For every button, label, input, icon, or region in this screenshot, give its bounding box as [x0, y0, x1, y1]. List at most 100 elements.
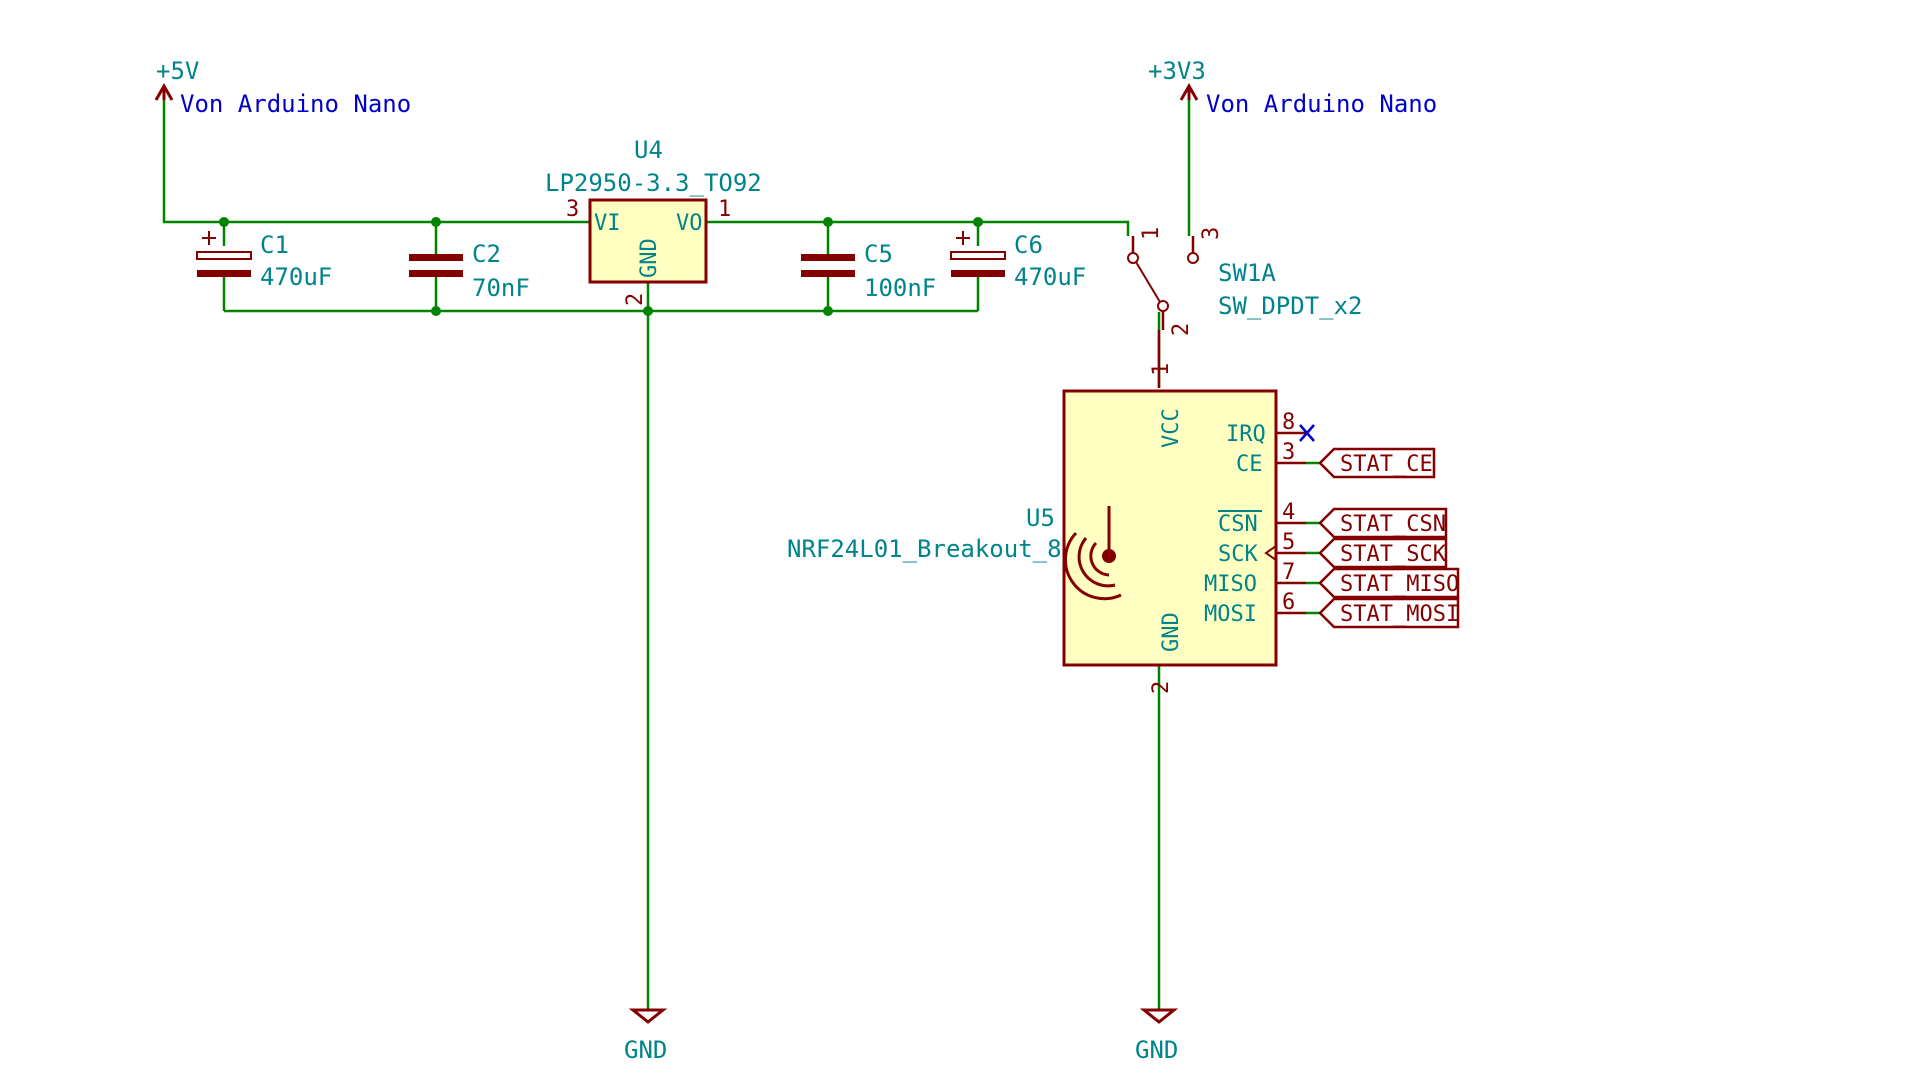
net-label-text: STAT_MISO [1340, 572, 1459, 597]
switch-contact-icon [1127, 252, 1139, 264]
regulator-ref: U4 [634, 136, 663, 164]
power-5v: +5V [154, 57, 199, 101]
junction-dot [973, 217, 983, 227]
capacitor-plate-icon [197, 270, 251, 277]
capacitor-ref: C1 [260, 231, 289, 259]
capacitor-plate-icon [409, 254, 463, 261]
capacitor-plate-icon [950, 251, 1006, 260]
net-label-frame [1318, 507, 1448, 539]
switch-pin-stubs [1131, 236, 1195, 388]
capacitor-value: 470uF [260, 263, 332, 291]
radio-pin-stubs [1276, 431, 1306, 615]
capacitor-ref: C6 [1014, 231, 1043, 259]
net-label-text: STAT_MOSI [1340, 602, 1459, 627]
regulator-body [588, 198, 708, 284]
regulator-pin-vi: VI [594, 211, 621, 236]
ground-right: GND [1135, 1008, 1179, 1064]
switch-value: SW_DPDT_x2 [1218, 292, 1363, 320]
clock-input-icon [1264, 545, 1277, 561]
ground-icon [628, 1008, 668, 1024]
power-3v3-label: +3V3 [1148, 57, 1206, 85]
junction-dot [219, 217, 229, 227]
regulator-value: LP2950-3.3_TO92 [545, 169, 762, 197]
capacitor-plate-icon [196, 251, 252, 260]
radio-pin-vcc: VCC [1159, 408, 1184, 448]
regulator-pin-num: 1 [718, 197, 731, 222]
junction-dot [643, 306, 653, 316]
radio-pin-num: 4 [1282, 500, 1295, 525]
plus-icon [202, 231, 216, 245]
regulator-u4: U4 LP2950-3.3_TO92 VI VO GND 3 1 2 [545, 136, 762, 306]
radio-pin-num: 5 [1282, 530, 1295, 555]
radio-pin-num: 1 [1149, 363, 1174, 376]
plus-icon [956, 231, 970, 245]
capacitor-plate-icon [409, 270, 463, 277]
radio-pin-name: CSN [1218, 512, 1258, 537]
power-3v3: +3V3 [1148, 57, 1206, 101]
capacitor-c1: C1 470uF [196, 231, 332, 291]
regulator-pin-num: 2 [623, 293, 648, 306]
wire-5v-rail [162, 100, 590, 224]
radio-pin-name: MISO [1204, 572, 1257, 597]
switch-pin-num: 2 [1169, 323, 1194, 336]
net-label-stat-mosi: STAT_MOSI [1318, 597, 1460, 629]
ground-left: GND [624, 1008, 668, 1064]
net-label-stat-csn: STAT_CSN [1318, 507, 1448, 539]
net-label-frame [1318, 537, 1448, 569]
no-connect-icon [1299, 424, 1315, 442]
radio-pin-gnd: GND [1159, 612, 1184, 652]
note-left: Von Arduino Nano [180, 90, 411, 118]
capacitor-ref: C2 [472, 240, 501, 268]
net-label-text: STAT_SCK [1340, 542, 1447, 567]
switch-contact-icon [1157, 300, 1169, 312]
capacitor-c2: C2 70nF [409, 240, 530, 302]
net-label-text: STAT_CSN [1340, 512, 1446, 537]
capacitor-plate-icon [951, 270, 1005, 277]
net-label-text: STAT_CE [1340, 452, 1433, 477]
wires [162, 100, 1320, 1010]
radio-pin-num: 8 [1282, 410, 1295, 435]
capacitor-plate-icon [801, 254, 855, 261]
net-label-stat-miso: STAT_MISO [1318, 567, 1460, 599]
switch-ref: SW1A [1218, 259, 1276, 287]
junction-dot [823, 217, 833, 227]
junction-dot [823, 306, 833, 316]
switch-pin-num: 1 [1139, 227, 1164, 240]
radio-body [1062, 389, 1278, 667]
net-labels: STAT_CE STAT_CSN STAT_SCK STAT_MISO STAT… [1318, 447, 1460, 629]
regulator-pin-num: 3 [566, 197, 579, 222]
radio-pin-name: IRQ [1226, 422, 1266, 447]
net-label-stat-ce: STAT_CE [1318, 447, 1436, 479]
capacitor-value: 70nF [472, 274, 530, 302]
wire-3v3-rail [706, 220, 1130, 236]
radio-pin-name: MOSI [1204, 602, 1257, 627]
switch-contact-icon [1187, 252, 1199, 264]
net-label-frame [1318, 597, 1460, 629]
radio-pin-num: 3 [1282, 440, 1295, 465]
regulator-pin-vo: VO [676, 211, 703, 236]
radio-pin-name: CE [1236, 452, 1263, 477]
ground-icon [1139, 1008, 1179, 1024]
capacitor-c6: C6 470uF [950, 231, 1086, 291]
junctions [219, 217, 983, 316]
radio-pin-name: SCK [1218, 542, 1258, 567]
capacitor-ref: C5 [864, 240, 893, 268]
antenna-icon [1063, 506, 1122, 601]
capacitor-plate-icon [801, 270, 855, 277]
radio-pin-num: 2 [1149, 681, 1174, 694]
power-arrow-icon [154, 82, 174, 101]
ground-left-label: GND [624, 1036, 667, 1064]
power-5v-label: +5V [156, 57, 199, 85]
ground-right-label: GND [1135, 1036, 1178, 1064]
capacitor-value: 470uF [1014, 263, 1086, 291]
radio-u5: U5 NRF24L01_Breakout_8P 1 VCC GND 2 IRQ … [787, 363, 1315, 694]
net-label-stat-sck: STAT_SCK [1318, 537, 1448, 569]
capacitor-c5: C5 100nF [801, 240, 936, 302]
switch-pin-num: 3 [1199, 227, 1224, 240]
power-arrow-icon [1179, 82, 1199, 101]
switch-lever-icon [1135, 261, 1161, 303]
regulator-pin-gnd: GND [637, 238, 662, 278]
radio-value: NRF24L01_Breakout_8P [787, 535, 1076, 563]
switch-sw1a: 1 3 2 SW1A SW_DPDT_x2 [1127, 227, 1363, 388]
